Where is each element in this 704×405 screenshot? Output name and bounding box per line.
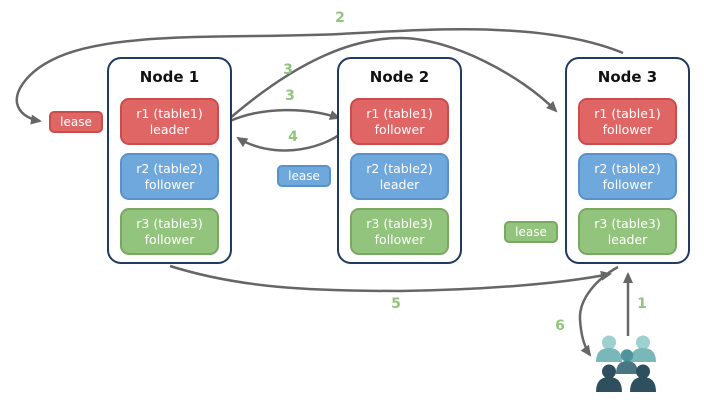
replica-role: leader: [607, 231, 648, 247]
node-1-replica-r2: r2 (table2) follower: [120, 153, 219, 200]
node-3-title: Node 3: [597, 68, 658, 86]
replica-name: r2 (table2): [366, 160, 433, 176]
step-label-2: 2: [335, 10, 345, 26]
node-2-replica-r3: r3 (table3) follower: [350, 208, 449, 255]
node-2-box: Node 2 r1 (table1) follower r2 (table2) …: [337, 57, 462, 264]
user-figure-light: [630, 335, 656, 362]
node-3-replica-r2: r2 (table2) follower: [578, 153, 677, 200]
node-3-replica-r3: r3 (table3) leader: [578, 208, 677, 255]
user-figure-dark: [596, 364, 622, 392]
step-label-3a: 3: [283, 62, 293, 78]
replica-name: r3 (table3): [136, 215, 203, 231]
replica-role: follower: [144, 176, 195, 192]
lease-badge-table2: lease: [277, 165, 331, 187]
step-label-6: 6: [555, 318, 565, 334]
replica-name: r1 (table1): [136, 105, 203, 121]
node-3-replica-r1: r1 (table1) follower: [578, 98, 677, 145]
replica-name: r2 (table2): [136, 160, 203, 176]
replica-name: r1 (table1): [366, 105, 433, 121]
lease-badge-table3: lease: [504, 221, 558, 243]
replica-name: r2 (table2): [594, 160, 661, 176]
replica-name: r3 (table3): [366, 215, 433, 231]
node-1-box: Node 1 r1 (table1) leader r2 (table2) fo…: [107, 57, 232, 264]
replica-role: follower: [602, 176, 653, 192]
node-2-title: Node 2: [369, 68, 430, 86]
node-1-title: Node 1: [139, 68, 200, 86]
replica-role: follower: [374, 231, 425, 247]
step-label-3b: 3: [285, 88, 295, 104]
node-1-replica-r1: r1 (table1) leader: [120, 98, 219, 145]
users-icon: [596, 335, 656, 392]
node-2-replica-r2: r2 (table2) leader: [350, 153, 449, 200]
step-label-4: 4: [288, 129, 298, 145]
step-label-1: 1: [637, 296, 647, 312]
user-figure-dark: [630, 364, 656, 392]
replica-role: leader: [379, 176, 420, 192]
replica-role: follower: [374, 121, 425, 137]
node-1-replica-r3: r3 (table3) follower: [120, 208, 219, 255]
node-2-replica-r1: r1 (table1) follower: [350, 98, 449, 145]
step-label-5: 5: [391, 296, 401, 312]
lease-badge-table1: lease: [49, 111, 103, 133]
replica-role: leader: [149, 121, 190, 137]
replica-role: follower: [602, 121, 653, 137]
user-figure-light: [596, 335, 622, 362]
replica-name: r1 (table1): [594, 105, 661, 121]
user-figure-medium: [616, 349, 638, 374]
replica-name: r3 (table3): [594, 215, 661, 231]
replica-role: follower: [144, 231, 195, 247]
arrow-step3-leader-to-node2: [229, 108, 341, 123]
arrow-step5-node1-to-node3: [169, 264, 612, 293]
node-3-box: Node 3 r1 (table1) follower r2 (table2) …: [565, 57, 690, 264]
